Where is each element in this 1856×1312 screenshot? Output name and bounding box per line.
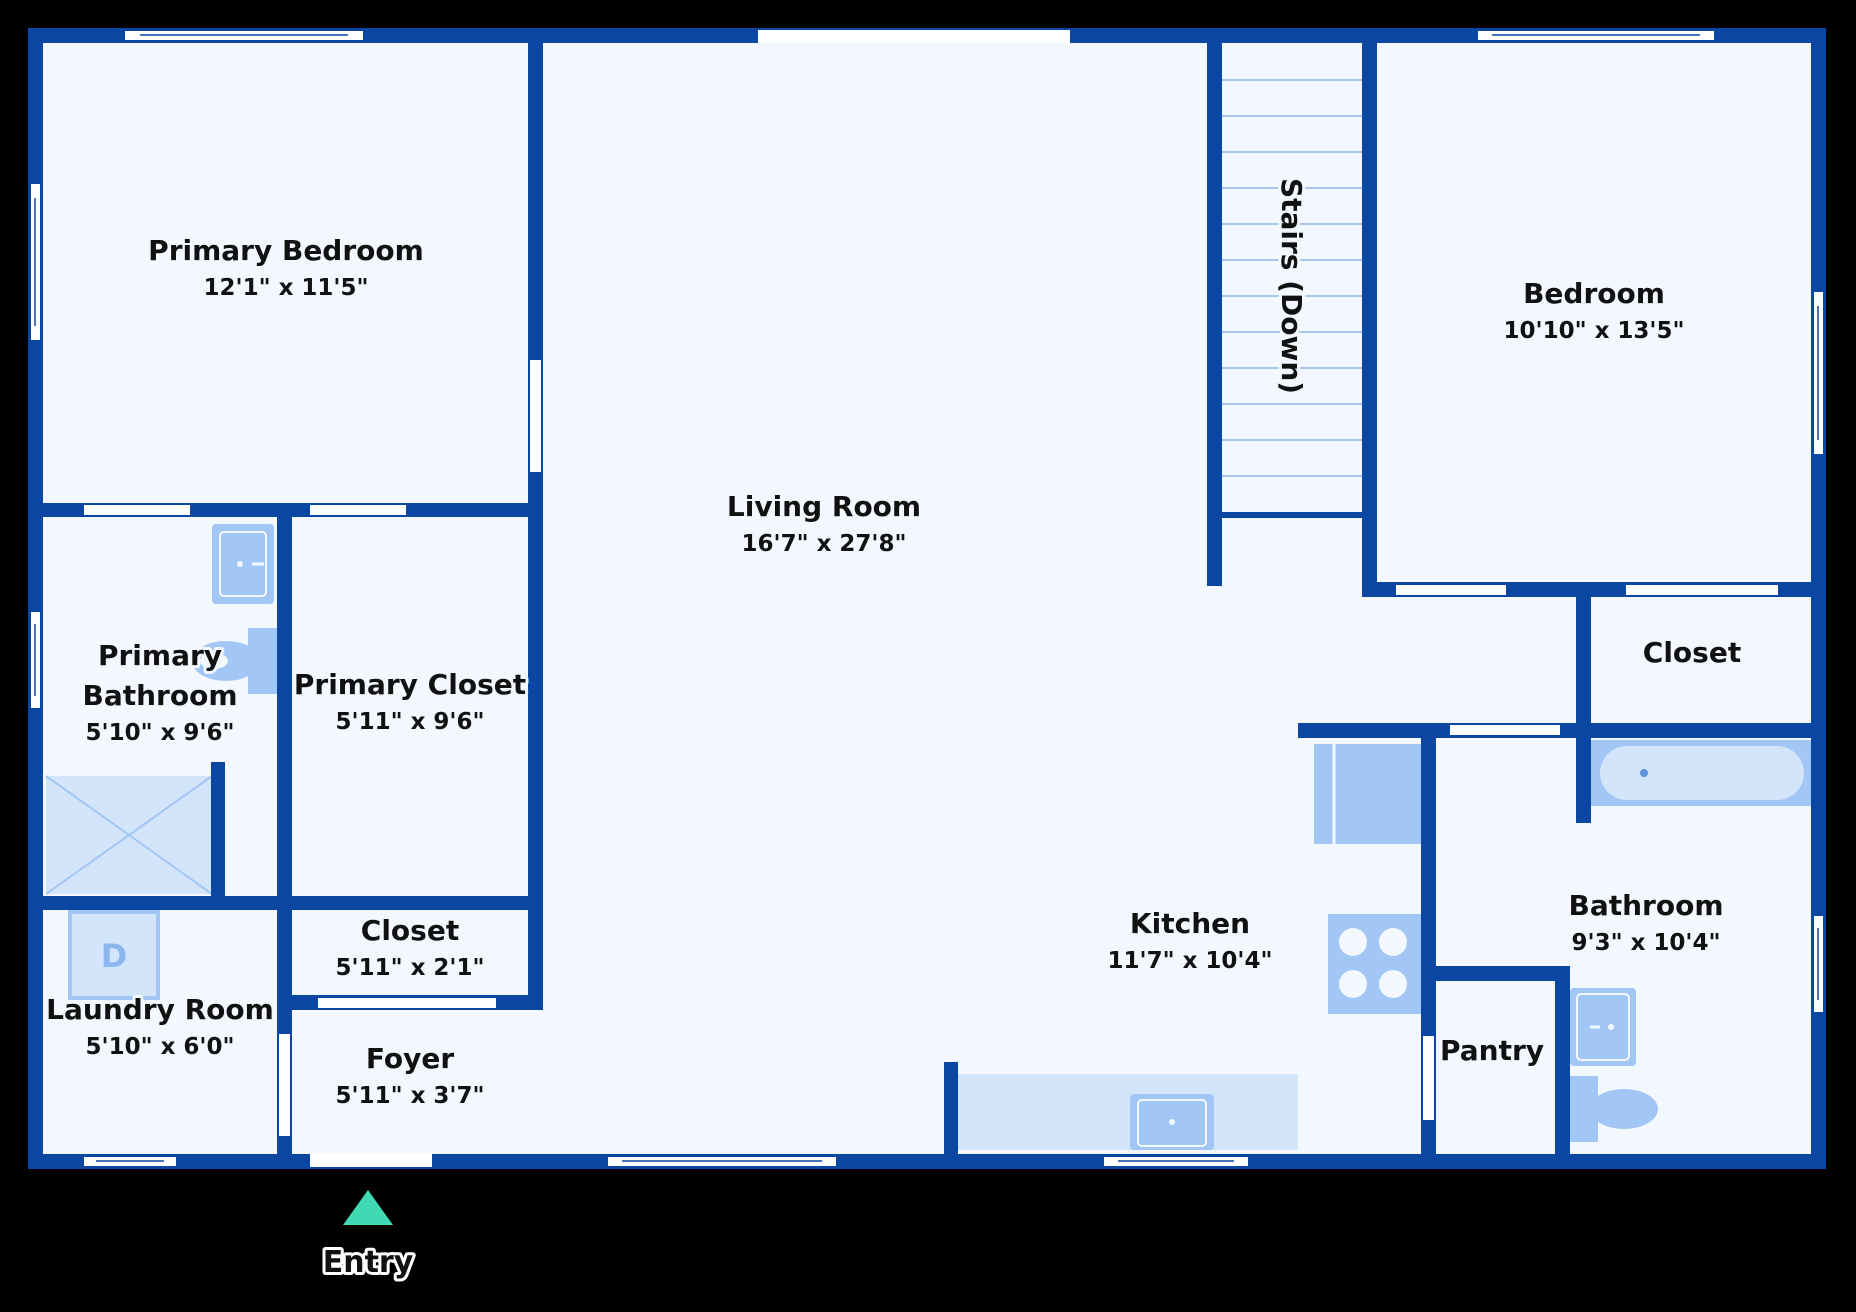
window-sills bbox=[34, 34, 1819, 1162]
pantry-name: Pantry bbox=[1440, 1034, 1544, 1067]
kitchen-name: Kitchen bbox=[1130, 907, 1250, 940]
sink-icon bbox=[1570, 988, 1636, 1066]
laundry-room-dims: 5'10" x 6'0" bbox=[86, 1034, 235, 1060]
foyer-dims: 5'11" x 3'7" bbox=[336, 1083, 485, 1109]
primary-bathroom-name-line2: Bathroom bbox=[82, 679, 237, 712]
entry-marker[interactable]: Entry bbox=[320, 1190, 417, 1283]
laundry-room-name: Laundry Room bbox=[46, 993, 274, 1026]
toilet-icon bbox=[1570, 1076, 1658, 1142]
closet-small-name: Closet bbox=[361, 914, 459, 947]
kitchen-dims: 11'7" x 10'4" bbox=[1108, 948, 1273, 974]
sink-icon bbox=[212, 524, 274, 604]
foyer-name: Foyer bbox=[366, 1042, 454, 1075]
closet-right-name: Closet bbox=[1643, 636, 1741, 669]
stairs-icon bbox=[1222, 79, 1362, 477]
labels: Primary Bedroom 12'1" x 11'5" Living Roo… bbox=[43, 175, 1744, 1112]
bathtub-icon bbox=[1590, 740, 1814, 806]
door-gap bbox=[84, 505, 190, 515]
primary-bedroom-dims: 12'1" x 11'5" bbox=[204, 275, 369, 301]
stove-icon bbox=[1328, 914, 1422, 1014]
door-gap bbox=[1626, 585, 1778, 595]
bedroom-dims: 10'10" x 13'5" bbox=[1504, 318, 1685, 344]
bathroom-dims: 9'3" x 10'4" bbox=[1572, 930, 1721, 956]
door-gap bbox=[318, 998, 496, 1008]
shower-icon bbox=[45, 775, 213, 895]
living-room-name: Living Room bbox=[727, 490, 921, 523]
bedroom-name: Bedroom bbox=[1523, 277, 1665, 310]
entry-door-gap bbox=[310, 1154, 432, 1167]
triangle-up-icon bbox=[343, 1190, 393, 1225]
door-gap bbox=[1423, 1036, 1434, 1120]
primary-bathroom-name-line1: Primary bbox=[98, 639, 222, 672]
toilet-icon bbox=[192, 628, 278, 694]
primary-closet-dims: 5'11" x 9'6" bbox=[336, 709, 485, 735]
door-gap bbox=[530, 360, 541, 472]
refrigerator-icon bbox=[1314, 744, 1422, 844]
primary-closet-name: Primary Closet bbox=[294, 668, 526, 701]
dryer-icon: D bbox=[68, 910, 160, 1000]
kitchen-counter bbox=[956, 1074, 1298, 1150]
primary-bedroom-name: Primary Bedroom bbox=[148, 234, 424, 267]
entry-label: Entry bbox=[323, 1245, 414, 1280]
dryer-label: D bbox=[101, 937, 128, 975]
opening-gap bbox=[758, 30, 1070, 43]
primary-bathroom-dims: 5'10" x 9'6" bbox=[86, 720, 235, 746]
fixtures: D bbox=[45, 79, 1814, 1150]
bathroom-name: Bathroom bbox=[1568, 889, 1723, 922]
door-gap bbox=[1396, 585, 1506, 595]
door-gap bbox=[310, 505, 406, 515]
closet-small-dims: 5'11" x 2'1" bbox=[336, 955, 485, 981]
door-gap bbox=[279, 1034, 290, 1136]
stairs-label: Stairs (Down) bbox=[1275, 178, 1308, 394]
door-gap bbox=[1450, 725, 1560, 735]
sink-icon bbox=[1130, 1094, 1214, 1150]
living-room-dims: 16'7" x 27'8" bbox=[742, 531, 907, 557]
